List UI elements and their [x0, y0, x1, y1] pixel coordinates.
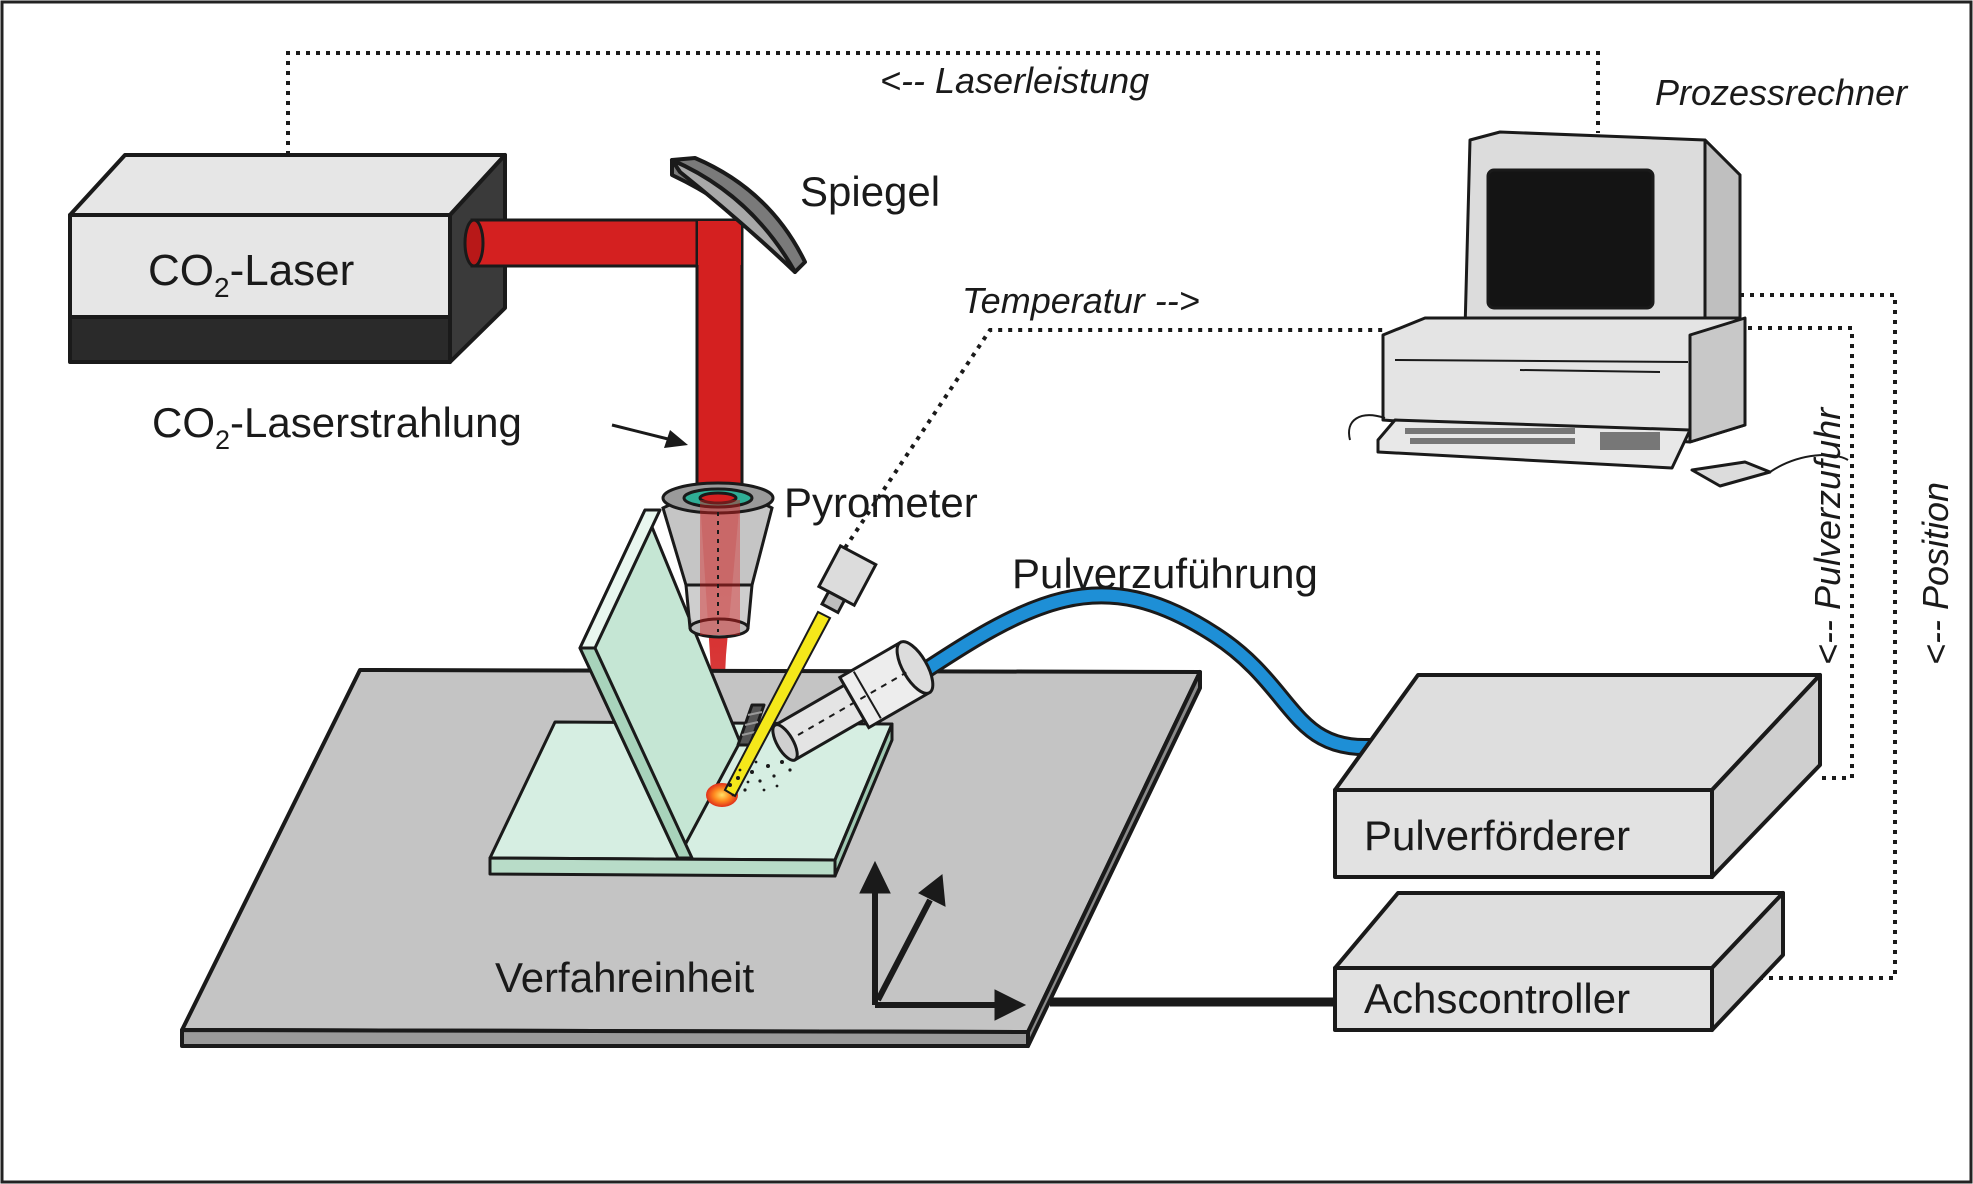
powder-stream [728, 760, 792, 797]
powder-feeder-box [1333, 673, 1822, 879]
axis-controller-box [1333, 891, 1785, 1032]
powder-nozzle [771, 640, 935, 762]
powder-supply-line [1728, 326, 1854, 780]
signal-lines [286, 51, 1897, 980]
pyrometer-label: Pyrometer [784, 479, 978, 526]
computer-label: Prozessrechner [1655, 72, 1909, 113]
powder-supply-signal-label: <-- Pulverzufuhr [1807, 406, 1848, 665]
laser-radiation-label: CO2-Laserstrahlung [152, 399, 522, 455]
temperature-signal-label: Temperatur --> [962, 280, 1200, 321]
laser-radiation-arrow [611, 423, 688, 448]
laser-power-line [286, 51, 1600, 185]
position-signal-label: <-- Position [1915, 482, 1956, 665]
xyz-axes-icon [859, 860, 1027, 1021]
laser-head-nozzle [661, 481, 775, 639]
powder-nozzle-label: Pulverzuführung [1012, 550, 1318, 597]
co2-laser-label: CO2-Laser [148, 246, 354, 303]
process-computer [1348, 130, 1849, 488]
temperature-line [843, 328, 1385, 550]
axis-controller-label: Achscontroller [1364, 975, 1630, 1022]
co2-laser-box [68, 153, 507, 364]
mirror [670, 156, 807, 274]
motion-unit-label: Verfahreinheit [495, 954, 755, 1001]
pyrometer-sensor [723, 543, 878, 798]
mirror-label: Spiegel [800, 168, 940, 215]
powder-feeder-label: Pulverförderer [1364, 812, 1630, 859]
powder-hose [901, 589, 1391, 753]
laser-power-signal-label: <-- Laserleistung [880, 60, 1149, 101]
